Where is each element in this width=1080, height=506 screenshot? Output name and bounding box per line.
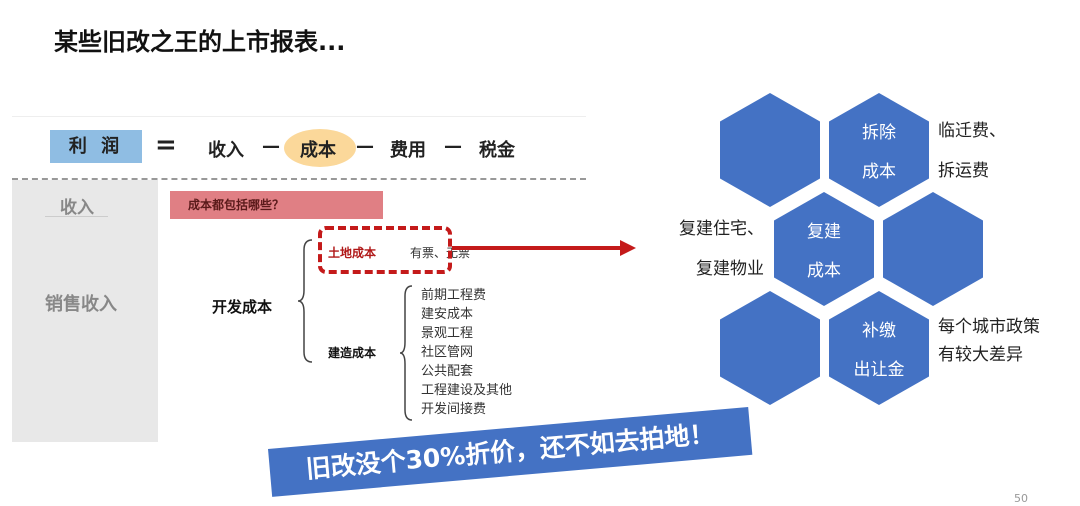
page-number: 50	[1014, 492, 1028, 505]
build-item: 开发间接费	[421, 402, 487, 417]
dashed-divider	[12, 178, 586, 180]
cost-highlight	[284, 129, 356, 167]
dev-cost-label: 开发成本	[212, 298, 273, 316]
minus-sign: —	[444, 136, 462, 157]
demolition-note: 临迁费、拆运费	[938, 111, 1006, 191]
build-item: 景观工程	[421, 326, 474, 341]
note-line: 复建物业	[696, 259, 764, 279]
income-column	[12, 180, 158, 442]
hexagon	[883, 192, 983, 306]
arrow-line	[452, 246, 624, 250]
build-item: 社区管网	[421, 345, 474, 360]
divider	[12, 116, 586, 117]
hex-text: 成本	[807, 261, 841, 281]
hex-text: 出让金	[853, 360, 905, 380]
hex-text: 复建	[807, 222, 841, 242]
build-item: 建安成本	[421, 307, 474, 322]
equals-sign: =	[155, 130, 177, 160]
question-banner: 成本都包括哪些？	[170, 191, 383, 219]
profit-label: 利 润	[50, 130, 142, 163]
hexagon-demolition: 拆除成本	[829, 93, 929, 207]
land-cost-highlight	[318, 226, 452, 274]
expense-term: 费用	[390, 140, 426, 161]
divider	[45, 216, 108, 217]
note-line: 临迁费、	[938, 121, 1006, 141]
sales-income: 销售收入	[45, 294, 117, 315]
build-cost-label: 建造成本	[328, 346, 377, 360]
build-item: 公共配套	[421, 364, 474, 379]
hex-text: 补缴	[862, 321, 896, 341]
income-term: 收入	[208, 140, 244, 161]
build-item: 工程建设及其他	[421, 383, 513, 398]
land-premium-note: 每个城市政策有较大差异	[938, 313, 1040, 369]
tax-term: 税金	[479, 140, 515, 161]
cost-term: 成本	[300, 140, 336, 161]
note-line: 拆运费	[938, 161, 989, 181]
hex-text: 拆除	[862, 123, 896, 143]
minus-sign: —	[356, 136, 374, 157]
hexagon-land-premium: 补缴出让金	[829, 291, 929, 405]
hex-text: 成本	[862, 162, 896, 182]
note-line: 每个城市政策	[938, 317, 1040, 337]
income-header: 收入	[60, 198, 94, 218]
dev-cost-brace	[297, 239, 313, 363]
hexagon	[720, 93, 820, 207]
note-line: 复建住宅、	[679, 219, 764, 239]
arrow-head-icon	[620, 240, 636, 256]
hexagon	[720, 291, 820, 405]
hexagon-rebuild: 复建成本	[774, 192, 874, 306]
build-item: 前期工程费	[421, 288, 487, 303]
minus-sign: —	[262, 136, 280, 157]
note-line: 有较大差异	[938, 345, 1023, 365]
build-cost-brace	[399, 285, 413, 421]
land-cost-label: 土地成本	[328, 246, 377, 260]
rebuild-note: 复建住宅、复建物业	[664, 209, 764, 289]
build-items-list: 前期工程费 建安成本 景观工程 社区管网 公共配套 工程建设及其他 开发间接费	[421, 284, 512, 417]
slide-title: 某些旧改之王的上市报表...	[54, 28, 346, 56]
